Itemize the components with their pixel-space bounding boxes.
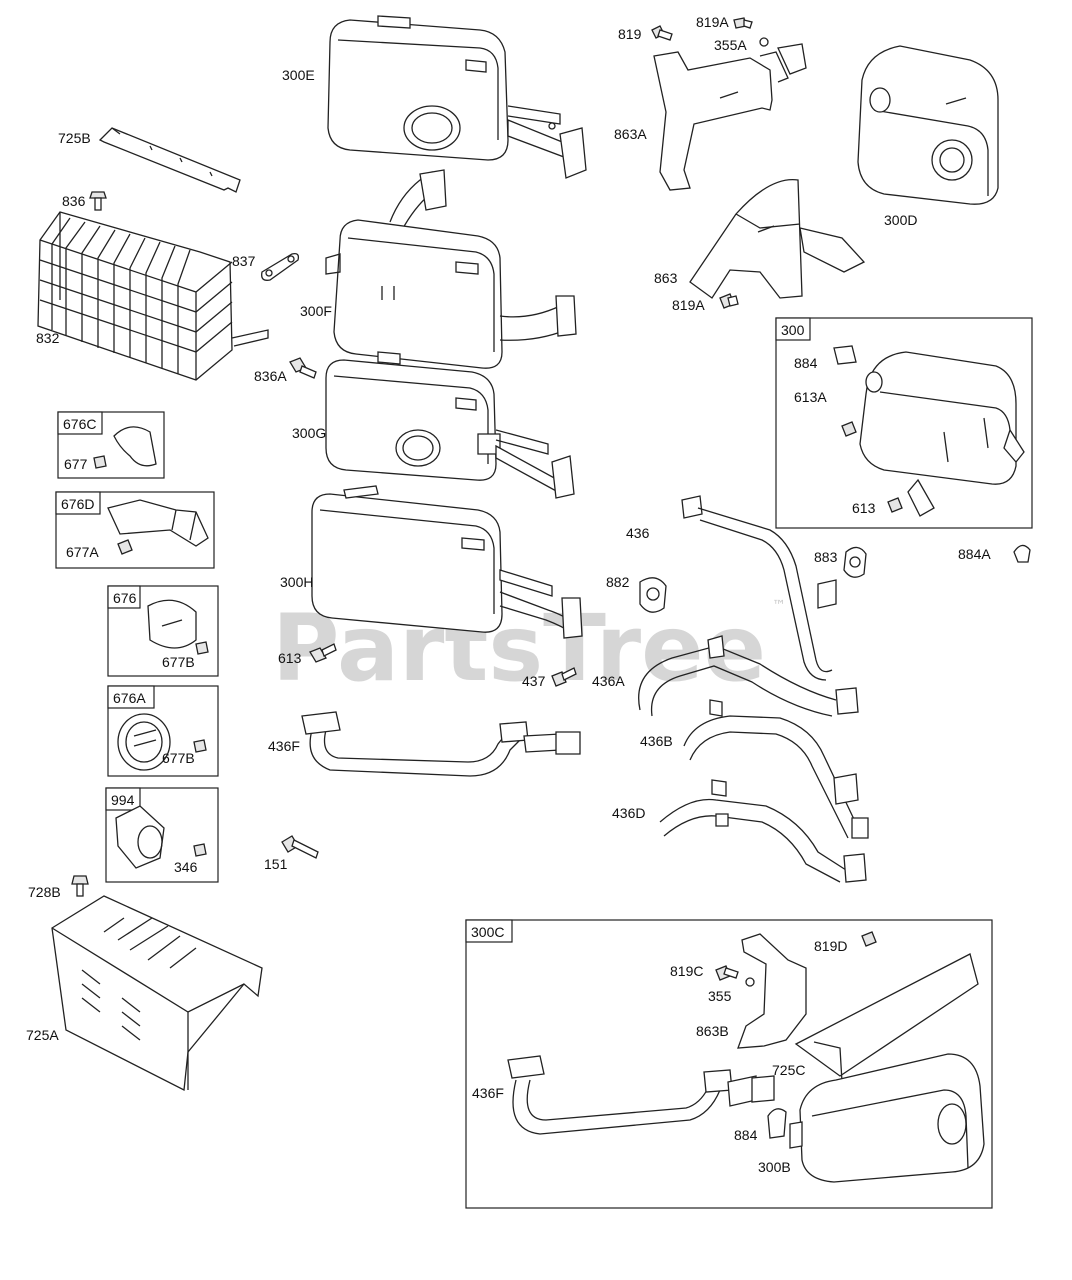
callout-346: 346 — [174, 859, 198, 875]
washer-355a — [759, 37, 769, 47]
callout-863a: 863A — [614, 126, 647, 142]
callout-436f-middle: 436F — [268, 738, 300, 754]
group-676c: 676C — [57, 411, 165, 479]
callout-300d: 300D — [884, 212, 917, 228]
group-676a: 676A — [107, 685, 219, 777]
bracket-863 — [689, 178, 866, 299]
callout-819c: 819C — [670, 963, 703, 979]
callout-613-left: 613 — [278, 650, 302, 666]
gasket-883 — [843, 546, 867, 578]
callout-436: 436 — [626, 525, 650, 541]
tube-436 — [681, 495, 837, 681]
callout-677a: 677A — [66, 544, 99, 560]
callout-863b: 863B — [696, 1023, 729, 1039]
muffler-300e — [327, 15, 587, 179]
tube-436b — [683, 699, 869, 839]
stud-151 — [281, 835, 319, 859]
gasket-882 — [639, 577, 667, 613]
group-300: 300 — [775, 317, 1033, 529]
callout-725a: 725A — [26, 1027, 59, 1043]
part-837-gasket — [261, 252, 300, 281]
part-725b-strip — [98, 127, 241, 193]
bolt-836a — [289, 357, 317, 379]
muffler-300h — [311, 485, 583, 639]
bolt-819a-top — [733, 17, 753, 29]
group-300-label: 300 — [781, 322, 805, 338]
callout-819: 819 — [618, 26, 642, 42]
group-994: 994 — [105, 787, 219, 883]
callout-725c: 725C — [772, 1062, 805, 1078]
callout-837: 837 — [232, 253, 256, 269]
group-300c-label: 300C — [471, 924, 504, 940]
callout-300g: 300G — [292, 425, 326, 441]
group-676-label: 676 — [113, 590, 137, 606]
group-676a-label: 676A — [113, 690, 146, 706]
tube-436d — [659, 779, 867, 883]
part-725a-shield — [51, 895, 263, 1092]
callout-300f: 300F — [300, 303, 332, 319]
callout-151: 151 — [264, 856, 288, 872]
bolt-819a-bottom — [719, 293, 739, 309]
bolt-836 — [89, 191, 107, 211]
callout-882: 882 — [606, 574, 630, 590]
muffler-300g — [325, 351, 575, 499]
part-832-wire-guard — [37, 211, 269, 381]
tube-436a — [638, 635, 859, 717]
callout-819d: 819D — [814, 938, 847, 954]
callout-355a: 355A — [714, 37, 747, 53]
callout-819a-top: 819A — [696, 14, 729, 30]
callout-677b-676a: 677B — [162, 750, 195, 766]
group-994-label: 994 — [111, 792, 135, 808]
callout-300e: 300E — [282, 67, 315, 83]
clamp-884a — [1013, 544, 1031, 563]
callout-836: 836 — [62, 193, 86, 209]
callout-436f-group300c: 436F — [472, 1085, 504, 1101]
group-300c: 300C — [465, 919, 993, 1209]
bracket-863a — [653, 43, 807, 191]
callout-613-group300: 613 — [852, 500, 876, 516]
callout-437: 437 — [522, 673, 546, 689]
callout-300b: 300B — [758, 1159, 791, 1175]
watermark-trademark: ™ — [772, 598, 786, 614]
callout-355: 355 — [708, 988, 732, 1004]
callout-613a: 613A — [794, 389, 827, 405]
callout-677: 677 — [64, 456, 88, 472]
group-676d-label: 676D — [61, 496, 94, 512]
muffler-300f — [325, 169, 577, 369]
callout-884a: 884A — [958, 546, 991, 562]
callout-832: 832 — [36, 330, 60, 346]
group-676: 676 — [107, 585, 219, 677]
callout-884-group300c: 884 — [734, 1127, 758, 1143]
muffler-300d — [857, 45, 999, 205]
callout-300h: 300H — [280, 574, 313, 590]
group-676d: 676D — [55, 491, 215, 569]
callout-728b: 728B — [28, 884, 61, 900]
tube-436f-middle — [301, 711, 581, 777]
callout-884-group300: 884 — [794, 355, 818, 371]
bolt-437 — [551, 667, 577, 687]
callout-677b-676: 677B — [162, 654, 195, 670]
callout-436d: 436D — [612, 805, 645, 821]
callout-436a: 436A — [592, 673, 625, 689]
bolt-728b — [71, 875, 89, 897]
callout-436b: 436B — [640, 733, 673, 749]
group-676c-label: 676C — [63, 416, 96, 432]
callout-836a: 836A — [254, 368, 287, 384]
callout-863: 863 — [654, 270, 678, 286]
callout-883: 883 — [814, 549, 838, 565]
bolt-819-top — [651, 25, 673, 41]
bolt-613-left — [309, 643, 337, 663]
callout-819a-bottom: 819A — [672, 297, 705, 313]
callout-725b: 725B — [58, 130, 91, 146]
